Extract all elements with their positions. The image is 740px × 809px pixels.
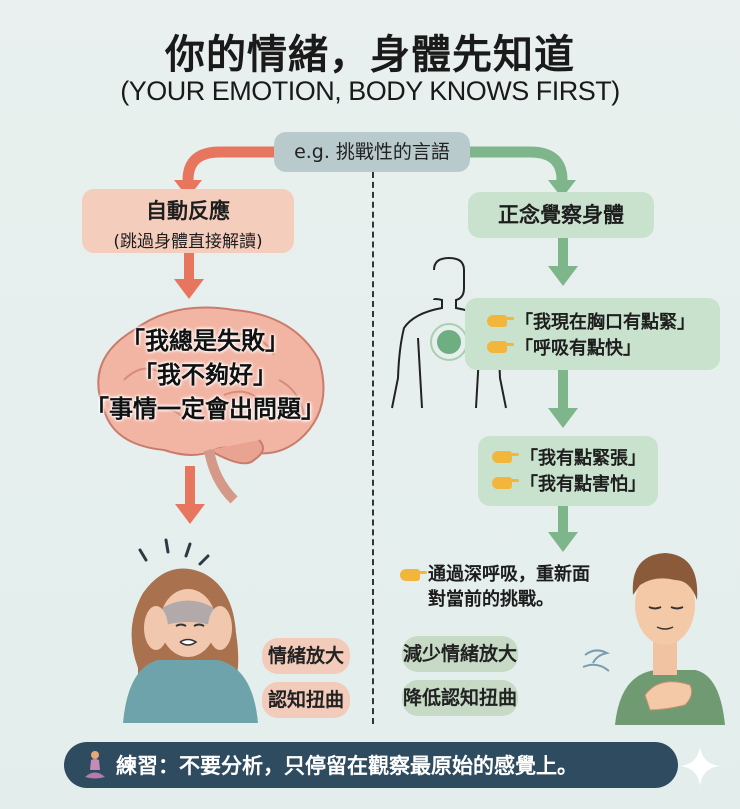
practice-banner: 練習：不要分析，只停留在觀察最原始的感覺上。 [64, 742, 678, 788]
center-divider [372, 172, 374, 724]
stressed-woman-icon [123, 538, 258, 723]
automatic-reaction-box: 自動反應 (跳過身體直接解讀) [82, 189, 294, 253]
page-subtitle: (YOUR EMOTION, BODY KNOWS FIRST) [120, 76, 620, 106]
feeling-item: 「我有點緊張」 [492, 444, 658, 470]
meditation-icon [85, 751, 105, 779]
pointing-hand-icon [487, 341, 514, 353]
outcome-badge-reduce-amplification: 減少情緒放大 [402, 636, 518, 672]
arrow-down-icon [174, 253, 204, 299]
sensation-item: 「我現在胸口有點緊」 [487, 308, 720, 334]
pointing-hand-icon [492, 451, 519, 463]
arrow-down-icon [548, 238, 578, 286]
sparkle-icon [680, 746, 720, 786]
outcome-badge-cognitive-distortion: 認知扭曲 [262, 682, 350, 718]
right-branch-arrow-icon [468, 146, 576, 198]
negative-thoughts: 「我總是失敗」 「我不夠好」 「事情一定會出問題」 [60, 324, 350, 426]
outcome-badge-emotion-amplified: 情緒放大 [262, 638, 350, 674]
automatic-reaction-title: 自動反應 [146, 199, 230, 223]
brain-icon [97, 306, 325, 504]
feeling-item: 「我有點害怕」 [492, 470, 658, 496]
trigger-box: e.g. 挑戰性的言語 [274, 132, 470, 172]
pointing-hand-icon [487, 315, 514, 327]
practice-text: 練習：不要分析，只停留在觀察最原始的感覺上。 [116, 754, 578, 778]
thought-item: 「我不夠好」 [133, 361, 277, 389]
sensation-item: 「呼吸有點快」 [487, 334, 720, 360]
body-sensation-box: 「我現在胸口有點緊」 「呼吸有點快」 [465, 298, 720, 370]
feeling-label-box: 「我有點緊張」 「我有點害怕」 [478, 436, 658, 506]
pointing-hand-icon [492, 477, 519, 489]
automatic-reaction-subtitle: (跳過身體直接解讀) [113, 232, 263, 252]
pointing-hand-icon [400, 568, 427, 581]
thought-item: 「我總是失敗」 [121, 327, 289, 355]
mindful-awareness-box: 正念覺察身體 [468, 192, 654, 238]
breathing-note: 通過深呼吸，重新面 對當前的挑戰。 [400, 562, 590, 612]
page-title: 你的情緒，身體先知道 [165, 32, 575, 78]
arrow-down-icon [548, 370, 578, 428]
arrow-down-icon [175, 466, 205, 524]
thought-item: 「事情一定會出問題」 [85, 395, 325, 423]
arrow-down-icon [548, 506, 578, 552]
calm-man-icon [582, 553, 725, 725]
outcome-badge-reduce-distortion: 降低認知扭曲 [402, 680, 518, 716]
